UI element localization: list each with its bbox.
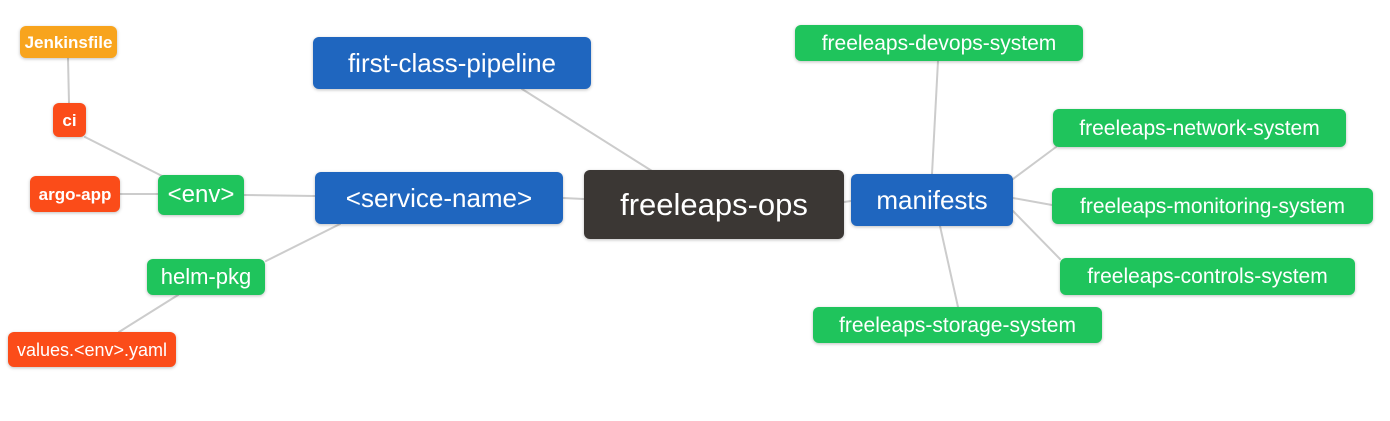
node-values-env-yaml[interactable]: values.<env>.yaml <box>8 332 176 367</box>
node-manifests[interactable]: manifests <box>851 174 1013 226</box>
node-jenkinsfile[interactable]: Jenkinsfile <box>20 26 117 58</box>
node-freeleaps-storage-system[interactable]: freeleaps-storage-system <box>813 307 1102 343</box>
node-argo-app[interactable]: argo-app <box>30 176 120 212</box>
node-freeleaps-controls-system[interactable]: freeleaps-controls-system <box>1060 258 1355 295</box>
node-freeleaps-network-system[interactable]: freeleaps-network-system <box>1053 109 1346 147</box>
node-service-name[interactable]: <service-name> <box>315 172 563 224</box>
node-first-class-pipeline[interactable]: first-class-pipeline <box>313 37 591 89</box>
node-ci[interactable]: ci <box>53 103 86 137</box>
node-freeleaps-ops[interactable]: freeleaps-ops <box>584 170 844 239</box>
node-freeleaps-devops-system[interactable]: freeleaps-devops-system <box>795 25 1083 61</box>
node-helm-pkg[interactable]: helm-pkg <box>147 259 265 295</box>
node-env[interactable]: <env> <box>158 175 244 215</box>
node-freeleaps-monitoring-system[interactable]: freeleaps-monitoring-system <box>1052 188 1373 224</box>
